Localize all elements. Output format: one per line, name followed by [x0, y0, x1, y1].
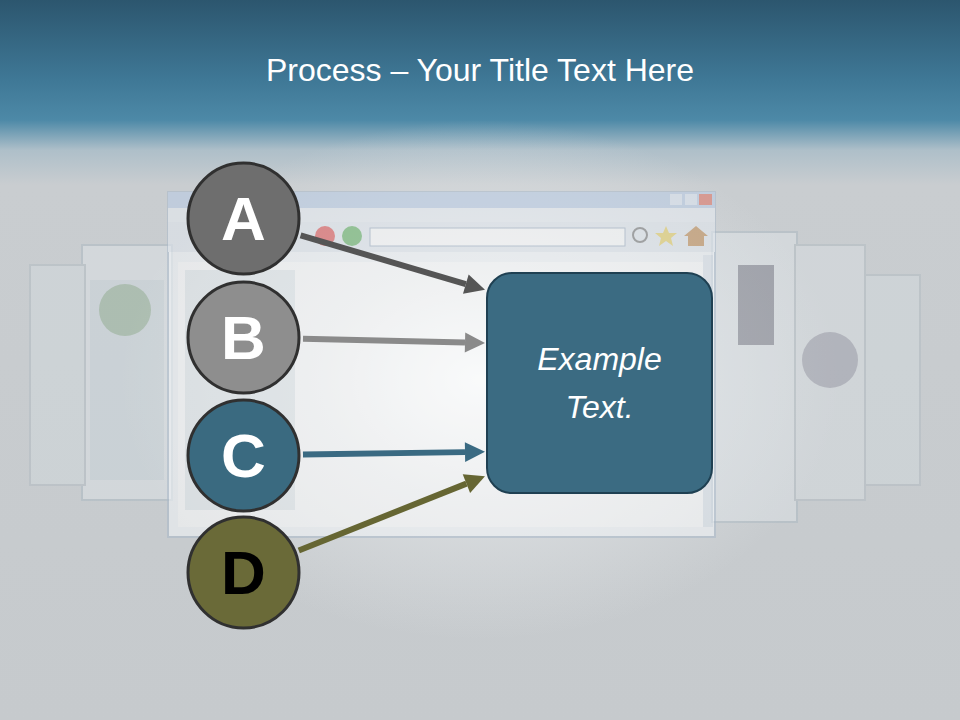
step-circle: D	[186, 515, 301, 630]
arrow-head	[465, 333, 485, 353]
step-letter: C	[221, 425, 266, 487]
connector-line	[303, 339, 465, 343]
step-letter: B	[221, 307, 266, 369]
arrow-head	[463, 275, 485, 294]
connector-arrow	[303, 442, 485, 462]
slide-title: Process – Your Title Text Here	[0, 52, 960, 89]
step-circle: B	[186, 280, 301, 395]
arrow-head	[463, 474, 485, 493]
connector-line	[303, 452, 465, 454]
step-circle: C	[186, 398, 301, 513]
step-circle: A	[186, 161, 301, 276]
connector-line	[299, 484, 467, 551]
box-text: Example Text.	[520, 335, 680, 431]
connector-arrow	[299, 474, 485, 550]
step-letter: A	[221, 188, 266, 250]
result-box: Example Text.	[486, 272, 713, 494]
connector-arrow	[301, 235, 485, 293]
arrow-head	[465, 442, 485, 462]
step-letter: D	[221, 542, 266, 604]
connector-line	[301, 235, 466, 284]
connector-arrow	[303, 333, 485, 353]
